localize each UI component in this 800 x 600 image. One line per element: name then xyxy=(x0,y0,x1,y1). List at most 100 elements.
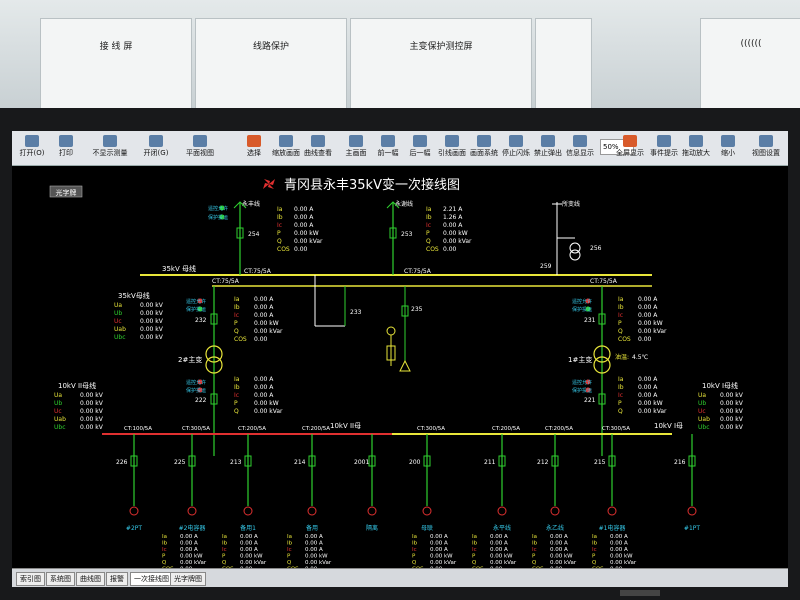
plane-view-button[interactable]: 平面视图 xyxy=(178,133,222,163)
breaker-2001[interactable] xyxy=(368,455,376,467)
tx2-icon[interactable] xyxy=(205,345,223,363)
meas-value: 2.21 A xyxy=(443,206,463,213)
bus-35kv-ct-left: CT:75/5A xyxy=(244,268,272,275)
meas-value: 0.00 A xyxy=(254,296,274,303)
lead-screen-button[interactable]: 引线画面 xyxy=(436,133,468,163)
bus-35kv-label: 35kV 母线 xyxy=(162,264,196,273)
meas-label: Uab xyxy=(54,416,66,423)
feeder-load-icon xyxy=(607,506,617,516)
breaker-226[interactable] xyxy=(130,455,138,467)
meas-value: 0.00 A xyxy=(490,534,508,540)
meas-label: Ib xyxy=(592,541,598,547)
drag-zoom-button[interactable]: 拖动放大 xyxy=(680,133,712,163)
meas-value: 0.00 kVar xyxy=(638,328,667,335)
meas-value: 0.00 kVar xyxy=(430,560,457,566)
meas-value: 0.00 A xyxy=(180,534,198,540)
remote-indicator xyxy=(585,379,591,385)
feeder-ct: CT:200/5A xyxy=(545,426,573,432)
station-tx-b2: 259 xyxy=(540,263,552,270)
remote-label: 遥控允许 xyxy=(186,379,206,386)
meas-value: 0.00 kV xyxy=(720,424,744,431)
task-single-line[interactable]: 一次接线图 xyxy=(130,572,173,586)
meas-value: 0.00 kW xyxy=(638,400,663,407)
task-light-sign[interactable]: 光字牌图 xyxy=(170,572,206,586)
meas-value: 0.00 A xyxy=(180,547,198,553)
breaker-211[interactable] xyxy=(498,455,506,467)
meas-value: 0.00 kW xyxy=(305,554,328,560)
view-icon xyxy=(193,135,207,147)
meas-label: Ib xyxy=(287,541,293,547)
shrink-button[interactable]: 缩小 xyxy=(712,133,744,163)
no-popup-button[interactable]: 禁止弹出 xyxy=(532,133,564,163)
breaker-221[interactable] xyxy=(598,393,606,405)
breaker-232-label: 232 xyxy=(195,317,207,324)
hide-measure-button[interactable]: 不显示测量 xyxy=(84,133,136,163)
task-system[interactable]: 系统图 xyxy=(46,572,75,586)
feeder-load-icon xyxy=(243,506,253,516)
breaker-214[interactable] xyxy=(308,455,316,467)
breaker-235[interactable] xyxy=(401,305,409,317)
meas-value: 0.00 xyxy=(430,567,443,569)
breaker-215[interactable] xyxy=(608,455,616,467)
feeder-load-icon xyxy=(129,506,139,516)
info-label: 信息显示 xyxy=(566,149,594,157)
meas-value: 0.00 xyxy=(550,567,563,569)
main-screen-button[interactable]: 主画面 xyxy=(340,133,372,163)
stop-flash-label: 停止闪烁 xyxy=(502,149,530,157)
curve-button[interactable]: 曲线查看 xyxy=(302,133,334,163)
feeder-ct: CT:300/5A xyxy=(602,426,630,432)
breaker-222[interactable] xyxy=(210,393,218,405)
meas-label: Ib xyxy=(412,541,418,547)
remote-label: 遥控允许 xyxy=(572,379,592,386)
meas-label: Ua xyxy=(698,392,706,399)
breaker-213[interactable] xyxy=(244,455,252,467)
switch-button[interactable]: 开闭(G) xyxy=(136,133,176,163)
breaker-216[interactable] xyxy=(688,455,696,467)
select-button[interactable]: 选择 xyxy=(238,133,270,163)
tx1-name: 1#主变 xyxy=(568,355,592,364)
meas-label: Uc xyxy=(698,408,706,415)
screen-system-button[interactable]: 画面系统 xyxy=(468,133,500,163)
breaker-225[interactable] xyxy=(188,455,196,467)
meas-value: 0.00 kVar xyxy=(254,328,283,335)
task-curve[interactable]: 曲线图 xyxy=(76,572,105,586)
meas-value: 0.00 kV xyxy=(140,318,164,325)
feeder-ct: CT:300/5A xyxy=(182,426,210,432)
stop-flash-button[interactable]: 停止闪烁 xyxy=(500,133,532,163)
view-settings-button[interactable]: 视图设置 xyxy=(750,133,782,163)
breaker-200[interactable] xyxy=(423,455,431,467)
open-button[interactable]: 打开(O) xyxy=(16,133,48,163)
info-button[interactable]: 信息显示 xyxy=(564,133,596,163)
feeder-name: #2电容器 xyxy=(179,524,206,532)
fullscreen-button[interactable]: 全屏显示 xyxy=(612,133,648,163)
prev-button[interactable]: 前一幅 xyxy=(372,133,404,163)
next-button[interactable]: 后一幅 xyxy=(404,133,436,163)
meas-label: COS xyxy=(412,567,424,569)
task-alarm[interactable]: 报警 xyxy=(106,572,128,586)
event-button[interactable]: 事件提示 xyxy=(648,133,680,163)
zoom-screen-label: 缩放画面 xyxy=(272,149,300,157)
pt-35kv: 233 235 xyxy=(314,275,423,372)
breaker-212[interactable] xyxy=(551,455,559,467)
breaker-254[interactable] xyxy=(236,227,244,239)
breaker-232[interactable] xyxy=(210,313,218,325)
breaker-253[interactable] xyxy=(389,227,397,239)
meas-label: Q xyxy=(472,560,477,566)
system-icon xyxy=(477,135,491,147)
cabinet-label: 线路保护 xyxy=(252,42,289,52)
meas-value: 0.00 xyxy=(294,246,308,253)
breaker-label: 214 xyxy=(294,459,306,466)
feeder-load-icon xyxy=(497,506,507,516)
breaker-231[interactable] xyxy=(598,313,606,325)
meas-value: 0.00 A xyxy=(610,547,628,553)
light-sign-button[interactable] xyxy=(49,185,83,198)
meas-value: 0.00 xyxy=(180,567,193,569)
print-button[interactable]: 打印 xyxy=(50,133,82,163)
meas-label: Ia xyxy=(618,296,624,303)
task-index[interactable]: 索引图 xyxy=(16,572,45,586)
print-label: 打印 xyxy=(59,149,73,157)
zoom-screen-button[interactable]: 缩放画面 xyxy=(270,133,302,163)
meas-label: Q xyxy=(618,408,623,415)
tx1-icon[interactable] xyxy=(593,345,611,363)
